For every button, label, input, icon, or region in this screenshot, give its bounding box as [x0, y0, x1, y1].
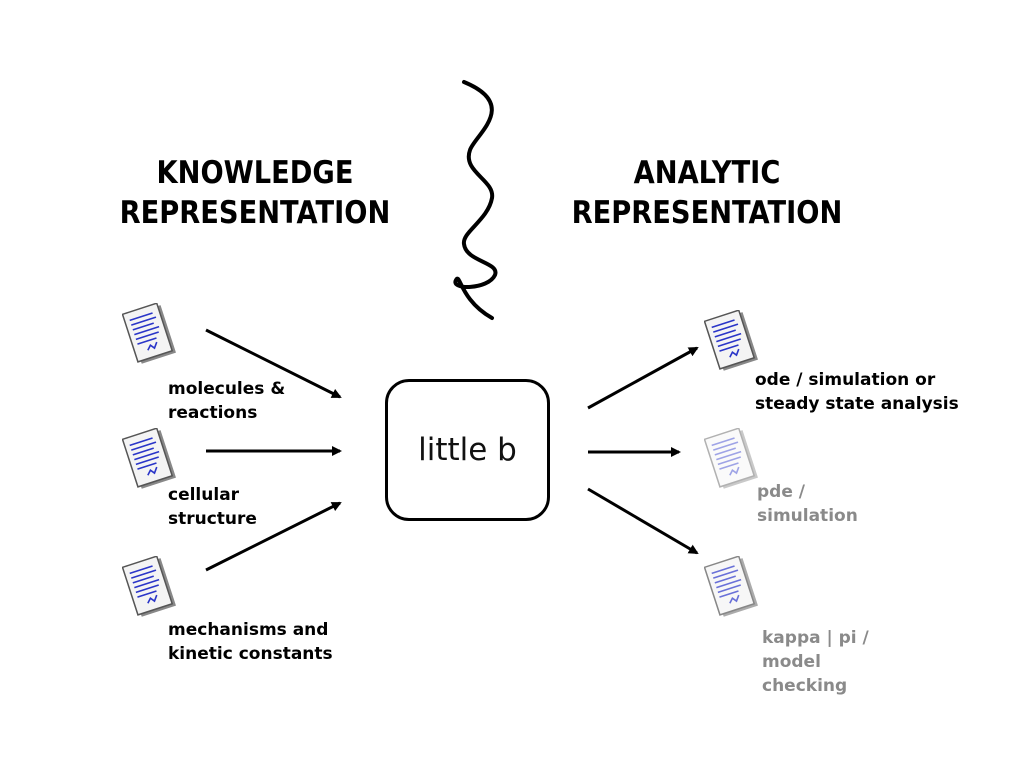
document-icon	[122, 428, 176, 489]
label-line: kappa | pi /	[762, 628, 869, 648]
label-line: model	[762, 652, 821, 672]
document-icon	[704, 428, 758, 489]
knowledge-representation-heading: KNOWLEDGE REPRESENTATION	[105, 153, 404, 233]
label-line: structure	[168, 509, 257, 529]
little-b-label: little b	[418, 432, 517, 468]
label-line: simulation	[757, 506, 858, 526]
label-line: molecules &	[168, 379, 286, 399]
analytic-representation-heading: ANALYTIC REPRESENTATION	[557, 153, 856, 233]
label-line: steady state analysis	[755, 394, 959, 414]
input-label-mechanisms: mechanisms and kinetic constants	[168, 618, 333, 666]
little-b-box: little b	[385, 379, 550, 521]
output-label-kappa: kappa | pi / model checking	[762, 626, 869, 698]
document-icon	[704, 310, 758, 371]
document-icon	[704, 556, 758, 617]
squiggle-divider	[453, 80, 498, 320]
label-line: pde /	[757, 482, 805, 502]
input-label-cellular: cellular structure	[168, 483, 257, 531]
output-label-pde: pde / simulation	[757, 480, 858, 528]
heading-line: ANALYTIC	[633, 155, 781, 191]
heading-line: REPRESENTATION	[119, 195, 391, 231]
input-label-molecules: molecules & reactions	[168, 377, 285, 425]
label-line: checking	[762, 676, 848, 696]
label-line: mechanisms and	[168, 620, 329, 640]
heading-line: REPRESENTATION	[571, 195, 843, 231]
arrow-input-3	[205, 501, 342, 572]
arrow-output-1	[587, 346, 699, 410]
arrow-output-3	[587, 487, 699, 555]
label-line: kinetic constants	[168, 644, 333, 664]
document-icon	[122, 303, 176, 364]
label-line: cellular	[168, 485, 240, 505]
arrow-input-1	[205, 328, 342, 399]
document-icon	[122, 556, 176, 617]
label-line: ode / simulation or	[755, 370, 936, 390]
label-line: reactions	[168, 403, 258, 423]
heading-line: KNOWLEDGE	[156, 155, 354, 191]
output-label-ode: ode / simulation or steady state analysi…	[755, 368, 959, 416]
